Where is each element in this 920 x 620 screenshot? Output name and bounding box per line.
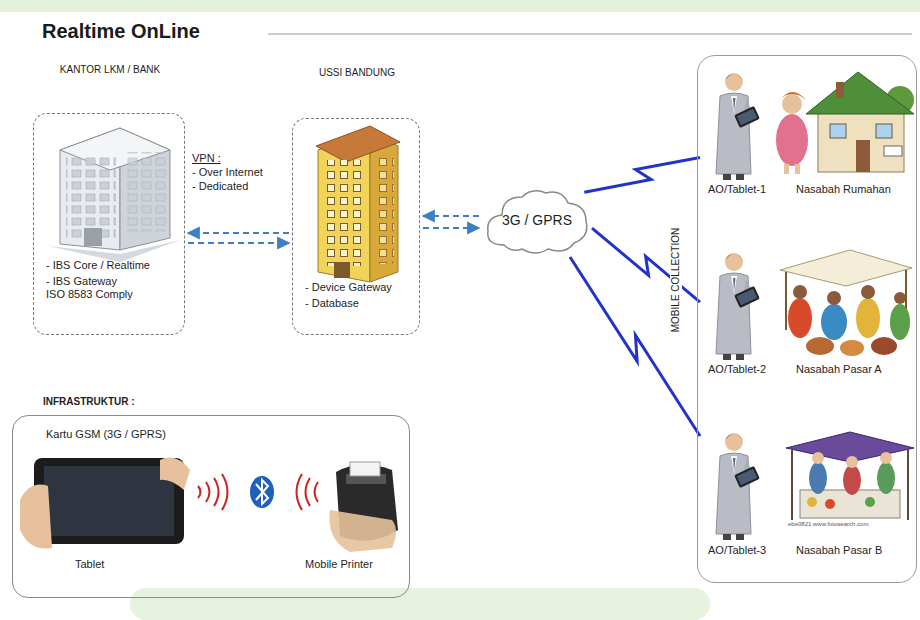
cloud-label: 3G / GPRS bbox=[482, 212, 592, 229]
wireless-link bbox=[584, 158, 700, 193]
agent-label: AO/Tablet-3 bbox=[708, 544, 788, 557]
agent-label: AO/Tablet-1 bbox=[708, 183, 788, 196]
customer-label: Nasabah Rumahan bbox=[796, 183, 914, 196]
agent-label: AO/Tablet-2 bbox=[708, 363, 788, 376]
collection-row: AO/Tablet-3 Nasabah Pasar B bbox=[700, 421, 916, 571]
infrastructure-box: INFRASTRUKTUR :Kartu GSM (3G / GPRS)Tabl… bbox=[12, 415, 410, 598]
bluetooth-symbol bbox=[250, 476, 274, 508]
node-heading: INFRASTRUKTUR : bbox=[43, 396, 243, 408]
dashed-arrow bbox=[423, 227, 479, 229]
dashed-arrow bbox=[423, 215, 479, 217]
node-note: - Device Gateway bbox=[305, 281, 417, 294]
vertical-heading: MOBILE COLLECTION bbox=[670, 205, 682, 355]
collection-panel: MOBILE COLLECTIONAO/Tablet-1Nasabah Ruma… bbox=[697, 55, 917, 583]
collection-row: AO/Tablet-2 Nasabah Pasar A bbox=[700, 241, 916, 383]
ao-figure bbox=[716, 253, 760, 360]
node-note: - Database bbox=[305, 297, 417, 310]
node-heading: KANTOR LKM / BANK bbox=[34, 64, 186, 76]
link-label: VPN : bbox=[192, 152, 221, 165]
tablet-illustration bbox=[20, 458, 190, 549]
diagram-title: Realtime OnLine bbox=[42, 20, 208, 43]
house-scene bbox=[776, 72, 914, 174]
title-rule bbox=[268, 34, 912, 35]
ussi-building bbox=[316, 126, 400, 282]
customer-label: Nasabah Pasar A bbox=[796, 363, 914, 376]
link-label: - Dedicated bbox=[192, 180, 248, 193]
market-scene bbox=[780, 250, 912, 356]
network-cloud: 3G / GPRS bbox=[482, 185, 592, 257]
signal-waves bbox=[198, 474, 318, 510]
dashed-arrow bbox=[188, 232, 289, 234]
node-note: - IBS Core / Realtime bbox=[46, 259, 181, 272]
ao-figure bbox=[716, 433, 760, 540]
node-note: - IBS Gateway ISO 8583 Comply bbox=[46, 275, 134, 301]
dashed-arrow bbox=[188, 242, 289, 244]
background-band bbox=[0, 0, 920, 12]
market-scene bbox=[786, 432, 914, 520]
ao-figure bbox=[716, 73, 760, 180]
device-label: Mobile Printer bbox=[305, 558, 405, 571]
watermark: ebe0821 www.fotosearch.com bbox=[788, 521, 868, 528]
background-band bbox=[130, 588, 710, 620]
mobile-printer bbox=[329, 462, 398, 552]
office-box: KANTOR LKM / BANK- IBS Core / Realtime- … bbox=[33, 113, 185, 335]
wireless-link bbox=[592, 228, 700, 302]
device-label: Tablet bbox=[75, 558, 155, 571]
customer-label: Nasabah Pasar B bbox=[796, 544, 914, 557]
node-heading: USSI BANDUNG bbox=[293, 67, 421, 79]
node-note: Kartu GSM (3G / GPRS) bbox=[46, 428, 246, 441]
collection-row: AO/Tablet-1 Nasabah Rumahan bbox=[700, 61, 916, 203]
link-label: - Over Internet bbox=[192, 166, 263, 179]
gateway-box: USSI BANDUNG- Device Gateway- Database bbox=[292, 118, 420, 335]
office-building bbox=[48, 128, 180, 262]
